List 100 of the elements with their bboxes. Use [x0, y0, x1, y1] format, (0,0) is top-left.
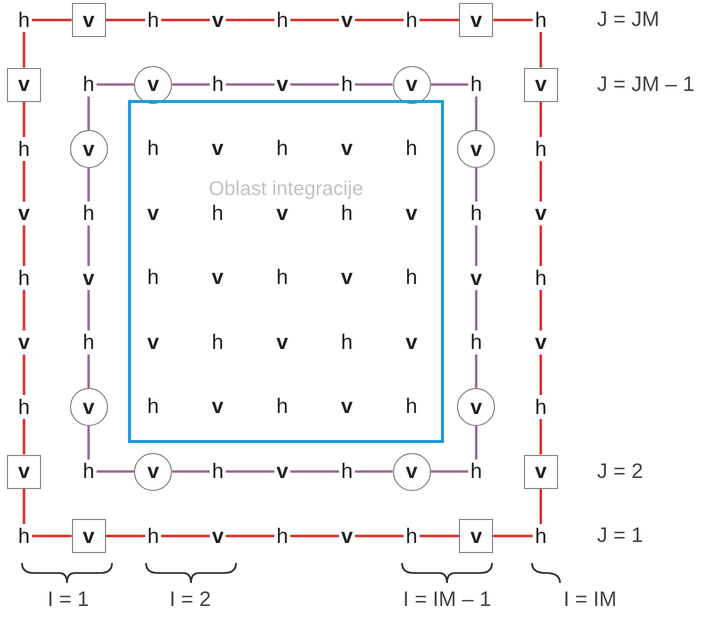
circled-variable: v: [70, 388, 108, 426]
grid-variable: h: [341, 330, 353, 354]
grid-variable: h: [339, 72, 355, 96]
grid-variable: h: [80, 330, 97, 354]
row-index-label: J = 1: [597, 524, 644, 548]
connector-line: [87, 226, 90, 266]
connector-line: [540, 32, 542, 68]
grid-variable: v: [16, 330, 32, 354]
grid-variable: h: [341, 202, 353, 226]
connector-line: [106, 18, 146, 22]
grid-variable: v: [341, 137, 353, 161]
boxed-variable: v: [459, 519, 494, 553]
connector-line: [540, 290, 542, 330]
column-index-label: I = IM: [564, 588, 617, 612]
circled-variable: v: [457, 130, 496, 168]
connector-line: [355, 470, 393, 473]
connector-line: [226, 18, 274, 22]
grid-variable: h: [404, 8, 420, 32]
grid-variable: v: [212, 266, 224, 290]
connector-line: [22, 102, 26, 137]
connector-line: [420, 534, 460, 538]
grid-variable: h: [80, 460, 97, 484]
connector-line: [172, 470, 210, 473]
connector-line: [96, 83, 134, 86]
region-title: Oblast integracije: [208, 179, 364, 199]
grid-variable: v: [212, 137, 224, 161]
connector-line: [430, 83, 468, 86]
connector-line: [420, 18, 460, 22]
connector-line: [540, 419, 542, 454]
connector-line: [87, 168, 90, 202]
grid-variable: h: [147, 266, 159, 290]
grid-variable: h: [274, 8, 290, 32]
connector-line: [161, 18, 210, 22]
grid-variable: h: [532, 524, 549, 548]
connector-line: [161, 534, 210, 538]
boxed-variable: v: [72, 519, 106, 553]
grid-variable: v: [276, 330, 288, 354]
connector-line: [474, 426, 478, 460]
grid-variable: h: [212, 202, 224, 226]
connector-line: [290, 534, 339, 538]
grid-variable: h: [339, 460, 355, 484]
grid-variable: h: [210, 460, 226, 484]
connector-line: [355, 18, 404, 22]
boxed-variable: v: [7, 454, 41, 488]
circled-variable: v: [392, 452, 431, 490]
grid-variable: h: [16, 266, 32, 290]
connector-line: [22, 354, 26, 395]
grid-variable: h: [212, 330, 224, 354]
grid-variable: v: [276, 202, 288, 226]
connector-line: [22, 488, 26, 524]
row-index-label: J = JM: [597, 8, 660, 32]
grid-variable: v: [274, 72, 290, 96]
connector-line: [540, 102, 542, 137]
grid-variable: v: [210, 8, 226, 32]
connector-line: [290, 18, 339, 22]
boxed-variable: v: [72, 3, 106, 37]
connector-line: [106, 534, 146, 538]
connector-line: [22, 32, 26, 68]
grid-variable: h: [145, 524, 162, 548]
grid-variable: v: [406, 202, 418, 226]
boxed-variable: v: [524, 454, 558, 488]
grid-variable: h: [532, 395, 549, 419]
grid-variable: h: [147, 137, 159, 161]
connector-line: [430, 470, 468, 473]
grid-variable: h: [406, 395, 418, 419]
connector-line: [22, 290, 26, 330]
grid-variable: h: [276, 266, 288, 290]
connector-line: [87, 426, 90, 460]
boxed-variable: v: [524, 68, 558, 102]
connector-line: [226, 470, 274, 473]
connector-line: [226, 534, 274, 538]
grid-variable: h: [406, 266, 418, 290]
grid-variable: h: [404, 524, 420, 548]
circled-variable: v: [134, 66, 172, 104]
grid-variable: v: [80, 266, 97, 290]
connector-line: [474, 96, 478, 130]
connector-line: [32, 534, 72, 538]
boxed-variable: v: [459, 3, 494, 37]
grid-variable: h: [16, 395, 32, 419]
grid-variable: h: [468, 72, 484, 96]
circled-variable: v: [392, 66, 431, 104]
connector-line: [22, 419, 26, 454]
connector-line: [540, 226, 542, 266]
connector-line: [32, 18, 72, 22]
grid-variable: h: [274, 524, 290, 548]
connector-line: [87, 290, 90, 330]
grid-variable: h: [532, 8, 549, 32]
connector-line: [474, 226, 478, 266]
connector-line: [290, 83, 339, 86]
boxed-variable: v: [7, 68, 41, 102]
row-index-label: J = 2: [597, 460, 644, 484]
grid-variable: v: [468, 266, 484, 290]
grid-variable: v: [532, 330, 549, 354]
grid-variable: h: [16, 137, 32, 161]
grid-variable: h: [210, 72, 226, 96]
column-index-label: I = IM – 1: [403, 588, 492, 612]
grid-variable: v: [274, 460, 290, 484]
grid-variable: v: [147, 202, 159, 226]
grid-variable: v: [339, 8, 355, 32]
connector-line: [172, 83, 210, 86]
